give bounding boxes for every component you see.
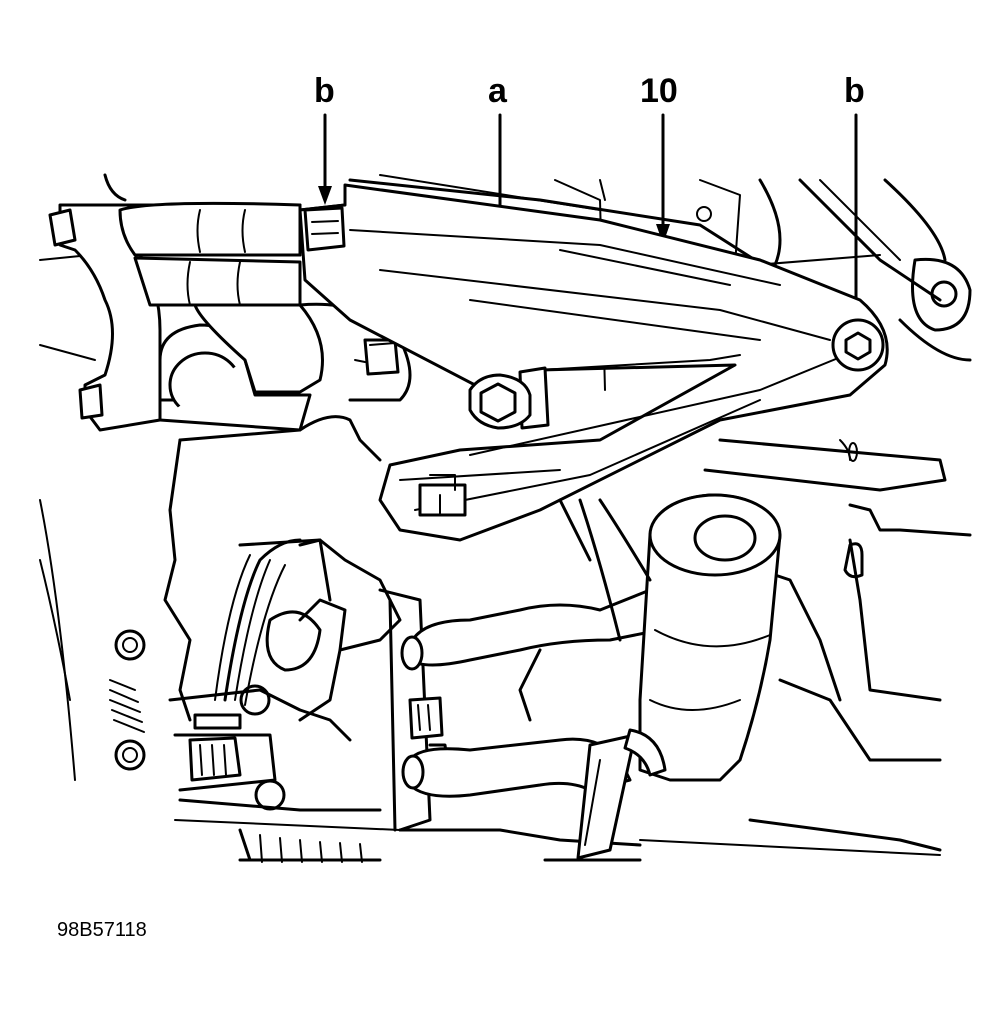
callout-10: 10	[640, 72, 678, 110]
bolt-a	[468, 373, 532, 430]
engine-mount-bracket-10	[298, 183, 889, 542]
wiring-harness	[173, 538, 449, 792]
left-studs	[39, 499, 146, 781]
coolant-hose-upper	[400, 588, 662, 671]
bolt-b-right	[831, 318, 885, 372]
figure-id: 98B57118	[57, 919, 147, 941]
coolant-hose-lower	[401, 737, 632, 798]
filter-strap	[576, 728, 667, 860]
lower-nut	[418, 474, 467, 517]
callout-a: a	[488, 72, 508, 110]
filter-canister	[518, 493, 782, 782]
callout-b-left: b	[314, 72, 335, 110]
callout-b-right: b	[844, 72, 865, 110]
transmission-housing	[163, 415, 642, 863]
bolt-b-left	[303, 206, 346, 252]
